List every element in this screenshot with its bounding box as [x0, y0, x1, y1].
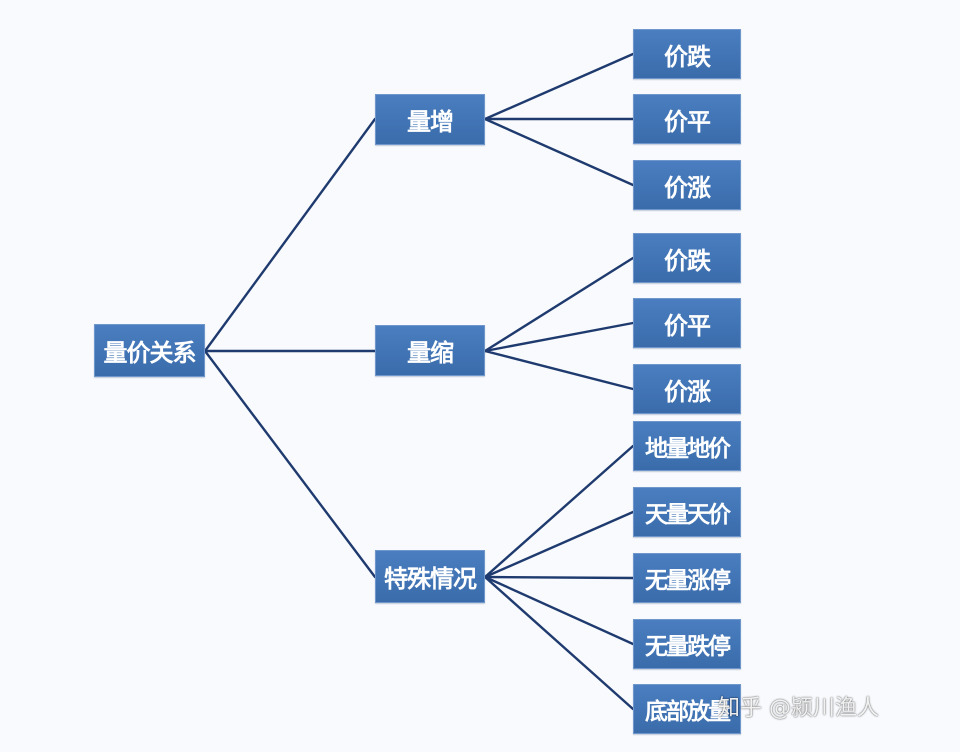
connector-mid-2-to-leaf-9	[483, 575, 635, 646]
connector-mid-2-to-leaf-6	[483, 444, 635, 579]
leaf-node: 价涨	[633, 160, 741, 210]
connector-root-to-mid-2	[203, 349, 377, 579]
leaf-node: 价平	[633, 298, 741, 348]
branch-node-volume-down: 量缩	[375, 325, 485, 376]
connector-root-to-mid-0	[203, 117, 377, 353]
connector-mid-2-to-leaf-10	[483, 575, 635, 711]
leaf-node: 地量地价	[633, 421, 741, 471]
branch-node-volume-up: 量增	[375, 94, 485, 145]
connector-mid-0-to-leaf-0	[483, 52, 635, 121]
root-node: 量价关系	[94, 324, 205, 377]
connector-mid-0-to-leaf-2	[483, 117, 635, 187]
watermark: 知乎 @颍川渔人	[718, 696, 879, 721]
connector-mid-1-to-leaf-4	[483, 321, 635, 353]
connector-mid-2-to-leaf-7	[483, 510, 635, 579]
leaf-node: 价跌	[633, 29, 741, 79]
connector-mid-1-to-leaf-5	[483, 349, 635, 391]
leaf-node: 无量涨停	[633, 553, 741, 603]
leaf-node: 价平	[633, 94, 741, 144]
leaf-node: 价跌	[633, 233, 741, 283]
leaf-node: 价涨	[633, 364, 741, 414]
branch-node-special-cases: 特殊情况	[375, 550, 485, 603]
leaf-node: 天量天价	[633, 487, 741, 537]
connector-mid-1-to-leaf-3	[483, 256, 635, 353]
connector-mid-2-to-leaf-8	[483, 575, 635, 580]
leaf-node: 底部放量	[633, 684, 741, 734]
leaf-node: 无量跌停	[633, 619, 741, 669]
